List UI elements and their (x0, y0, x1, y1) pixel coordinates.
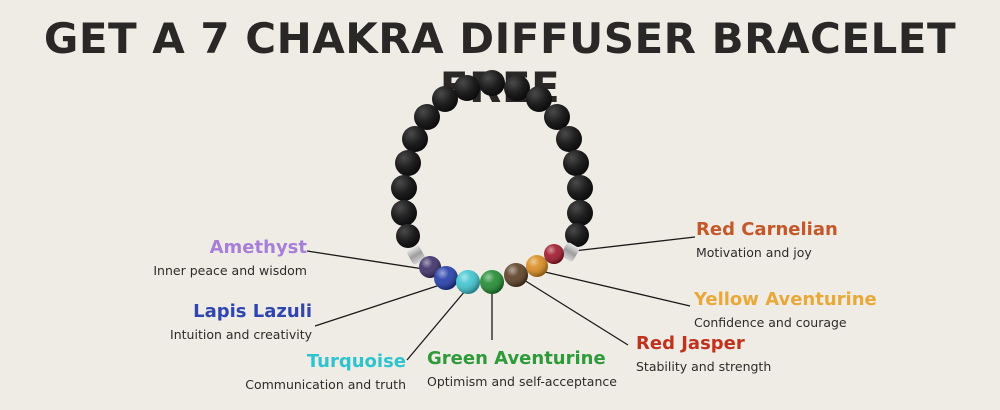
leader-lapis (314, 284, 441, 327)
spacer-left (407, 245, 425, 265)
label-amethyst: Amethyst Inner peace and wisdom (153, 237, 307, 279)
label-yellow-aventurine: Yellow Aventurine Confidence and courage (694, 289, 877, 331)
stone-name: Green Aventurine (427, 348, 606, 369)
label-green-aventurine: Green Aventurine Optimism and self-accep… (427, 348, 617, 390)
stone-name: Red Carnelian (696, 219, 838, 240)
stone-name: Amethyst (209, 237, 307, 258)
label-turquoise: Turquoise Communication and truth (245, 351, 406, 393)
label-lapis: Lapis Lazuli Intuition and creativity (170, 301, 312, 343)
stone-description: Intuition and creativity (170, 327, 312, 342)
stone-name: Turquoise (306, 351, 406, 372)
stone-name: Lapis Lazuli (193, 301, 312, 322)
stone-name: Red Jasper (636, 333, 745, 354)
stone-description: Stability and strength (636, 359, 772, 374)
leader-amethyst (306, 250, 431, 271)
leader-yellow (544, 271, 691, 307)
lava-beads (391, 70, 593, 248)
label-red-jasper: Red Jasper Stability and strength (636, 333, 771, 375)
stone-description: Confidence and courage (694, 315, 847, 330)
stone-description: Optimism and self-acceptance (427, 374, 617, 389)
chakra-stones (419, 244, 564, 294)
stone-description: Motivation and joy (696, 245, 812, 260)
stone-description: Communication and truth (245, 377, 406, 392)
leader-lines (306, 236, 696, 361)
leader-redjasper (523, 279, 629, 346)
stone-description: Inner peace and wisdom (153, 263, 307, 278)
label-red-carnelian: Red Carnelian Motivation and joy (696, 219, 838, 261)
leader-turquoise (406, 290, 466, 361)
leader-carnelian (564, 236, 696, 253)
stone-name: Yellow Aventurine (694, 289, 877, 310)
spacer-right (561, 242, 579, 262)
